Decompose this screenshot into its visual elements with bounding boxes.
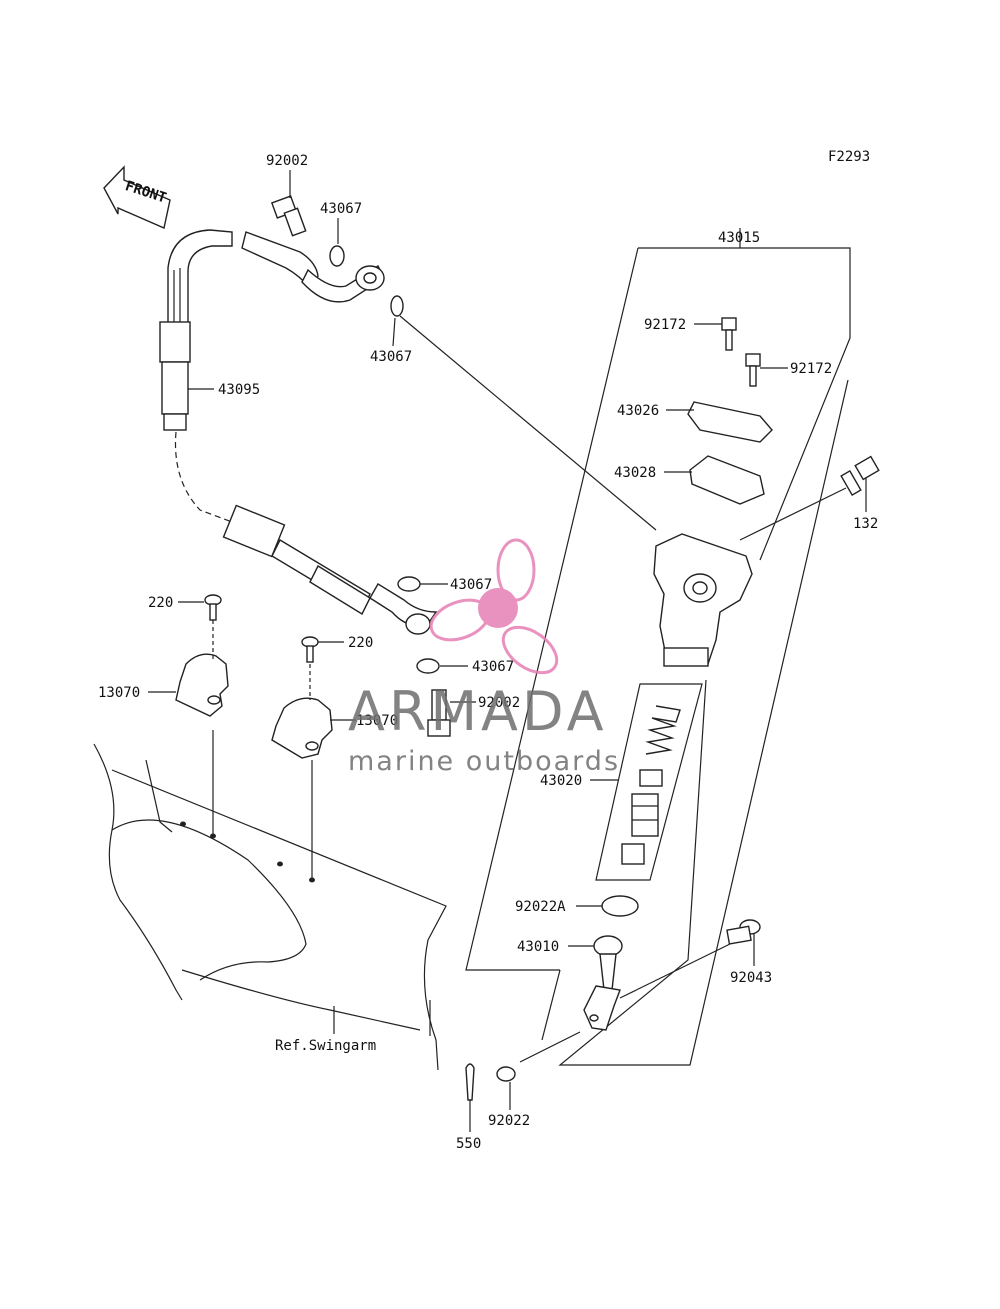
reservoir-cap-43026-icon bbox=[687, 401, 773, 443]
label-550: 550 bbox=[456, 1136, 481, 1152]
washer-43067-d-icon bbox=[416, 658, 440, 674]
label-43067-d: 43067 bbox=[472, 659, 514, 675]
assembly-43015-box bbox=[465, 247, 851, 1066]
label-43067-a: 43067 bbox=[320, 201, 362, 217]
label-92043: 92043 bbox=[730, 970, 772, 986]
front-arrow-icon: FRONT bbox=[103, 165, 171, 229]
label-92002-top: 92002 bbox=[266, 153, 308, 169]
watermark-tagline: marine outboards bbox=[348, 746, 620, 777]
label-13070-a: 13070 bbox=[98, 685, 140, 701]
piston-kit-43020-icon bbox=[595, 683, 703, 881]
screw-92172-a-icon bbox=[721, 317, 737, 351]
bolt-132-icon bbox=[739, 455, 880, 541]
label-43028: 43028 bbox=[614, 465, 656, 481]
label-132: 132 bbox=[853, 516, 878, 532]
label-92022: 92022 bbox=[488, 1113, 530, 1129]
label-43020: 43020 bbox=[540, 773, 582, 789]
pin-92043-icon bbox=[619, 919, 761, 999]
watermark-brand: ARMADA bbox=[348, 680, 608, 743]
push-rod-43010-icon bbox=[583, 935, 623, 1031]
leader-43067-b bbox=[392, 317, 396, 347]
circlip-92022A-icon bbox=[601, 895, 639, 917]
hose-clamp-13070-b-icon bbox=[271, 664, 333, 880]
bolt-220-b-icon bbox=[301, 636, 319, 663]
swingarm-reference-icon bbox=[93, 743, 447, 1071]
armada-watermark-logo: ARMADA marine outboards bbox=[348, 538, 620, 777]
cotter-pin-550-icon bbox=[465, 1063, 475, 1101]
label-92002-mid: 92002 bbox=[478, 695, 520, 711]
banjo-bolt-mid-icon bbox=[427, 689, 451, 737]
label-92022A: 92022A bbox=[515, 899, 566, 915]
label-43010: 43010 bbox=[517, 939, 559, 955]
diaphragm-43028-icon bbox=[689, 455, 765, 505]
washer-43067-c-icon bbox=[397, 576, 421, 592]
label-43067-c: 43067 bbox=[450, 577, 492, 593]
banjo-bolt-top-icon bbox=[270, 195, 307, 237]
figure-code: F2293 bbox=[828, 149, 870, 165]
screw-92172-b-icon bbox=[745, 353, 761, 387]
label-92172-b: 92172 bbox=[790, 361, 832, 377]
label-13070-b: 13070 bbox=[356, 713, 398, 729]
master-cylinder-icon bbox=[399, 315, 753, 667]
propeller-icon bbox=[429, 538, 559, 675]
washer-43067-b-icon bbox=[390, 295, 404, 317]
bolt-220-a-icon bbox=[204, 594, 222, 621]
hose-clamp-13070-a-icon bbox=[175, 620, 229, 835]
label-43067-b: 43067 bbox=[370, 349, 412, 365]
label-43026: 43026 bbox=[617, 403, 659, 419]
ref-swingarm-label: Ref.Swingarm bbox=[275, 1038, 376, 1054]
label-92172-a: 92172 bbox=[644, 317, 686, 333]
brake-hose-icon bbox=[159, 229, 438, 635]
label-43095: 43095 bbox=[218, 382, 260, 398]
washer-92022-icon bbox=[496, 1066, 516, 1082]
label-43015: 43015 bbox=[718, 230, 760, 246]
label-220-a: 220 bbox=[148, 595, 173, 611]
label-220-b: 220 bbox=[348, 635, 373, 651]
washer-43067-a-icon bbox=[329, 245, 345, 267]
